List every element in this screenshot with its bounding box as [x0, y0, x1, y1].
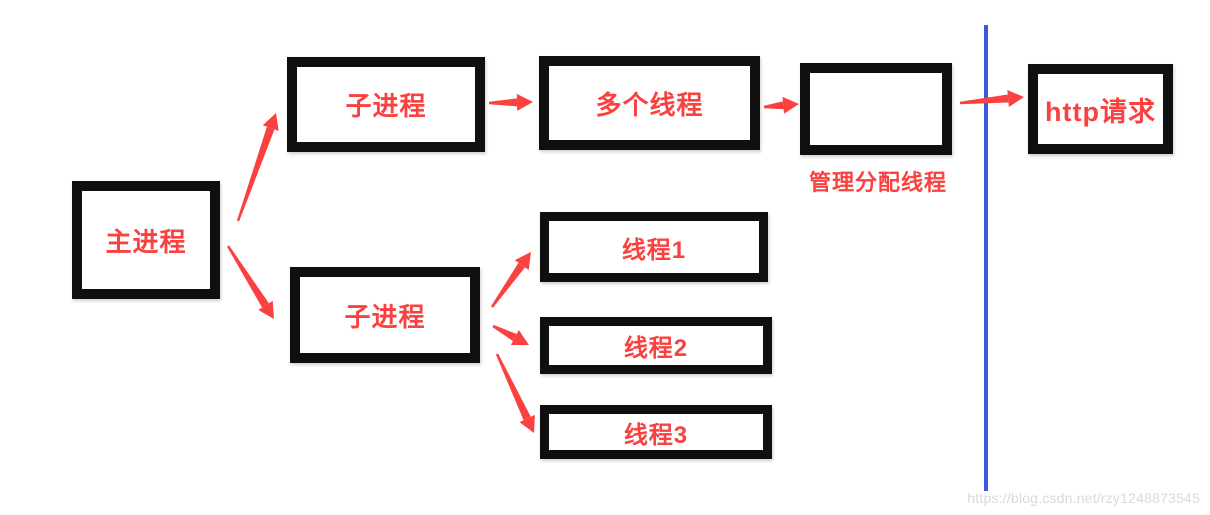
arrow-child-bottom-to-t1 [491, 252, 531, 308]
arrow-child-bottom-to-t2 [492, 324, 529, 345]
arrow-threads-to-manager [763, 96, 799, 114]
arrows-group [227, 90, 1024, 433]
arrow-main-to-child-bottom [227, 245, 274, 319]
arrow-main-to-child-top [236, 113, 279, 222]
manager-box-caption: 管理分配线程 [808, 170, 947, 195]
watermark: https://blog.csdn.net/rzy1248873545 [967, 490, 1200, 506]
arrow-child-bottom-to-t3 [495, 353, 535, 433]
arrow-child-top-to-threads [489, 93, 533, 111]
arrow-manager-to-http [959, 90, 1024, 107]
